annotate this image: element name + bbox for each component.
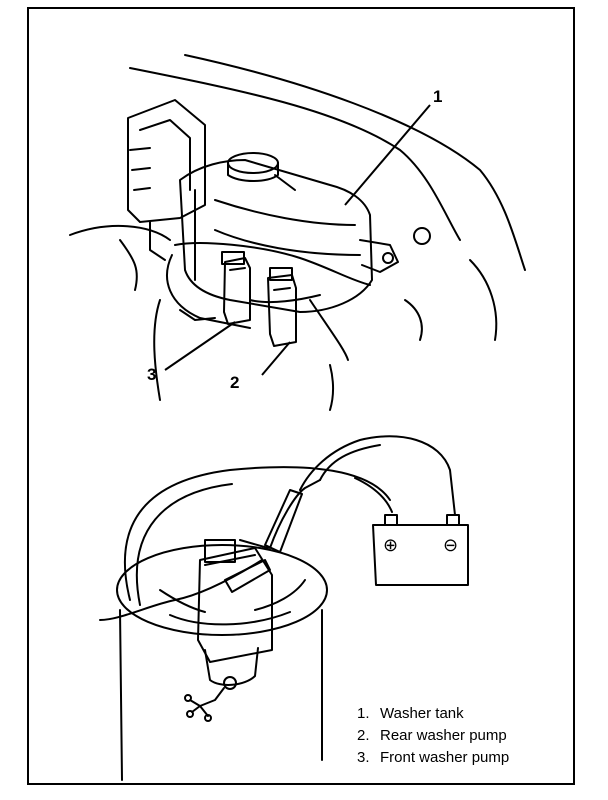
legend-label-1: Washer tank (380, 705, 464, 722)
legend-label-3: Front washer pump (380, 749, 509, 766)
callout-leaders (164, 104, 431, 376)
battery-positive-icon: ⊕ (383, 535, 398, 555)
callout-2: 2 (230, 373, 239, 392)
parts-legend: 1. Washer tank 2. Rear washer pump 3. Fr… (357, 705, 509, 766)
pump-test-illustration (99, 435, 469, 781)
legend-num-3: 3. (357, 749, 370, 766)
engine-bay-illustration (69, 54, 526, 411)
legend-num-1: 1. (357, 705, 370, 722)
figure-border (27, 7, 575, 785)
callout-1: 1 (433, 87, 442, 106)
legend-label-2: Rear washer pump (380, 727, 507, 744)
battery-negative-icon: ⊖ (443, 535, 458, 555)
callout-3: 3 (147, 365, 156, 384)
legend-num-2: 2. (357, 727, 370, 744)
